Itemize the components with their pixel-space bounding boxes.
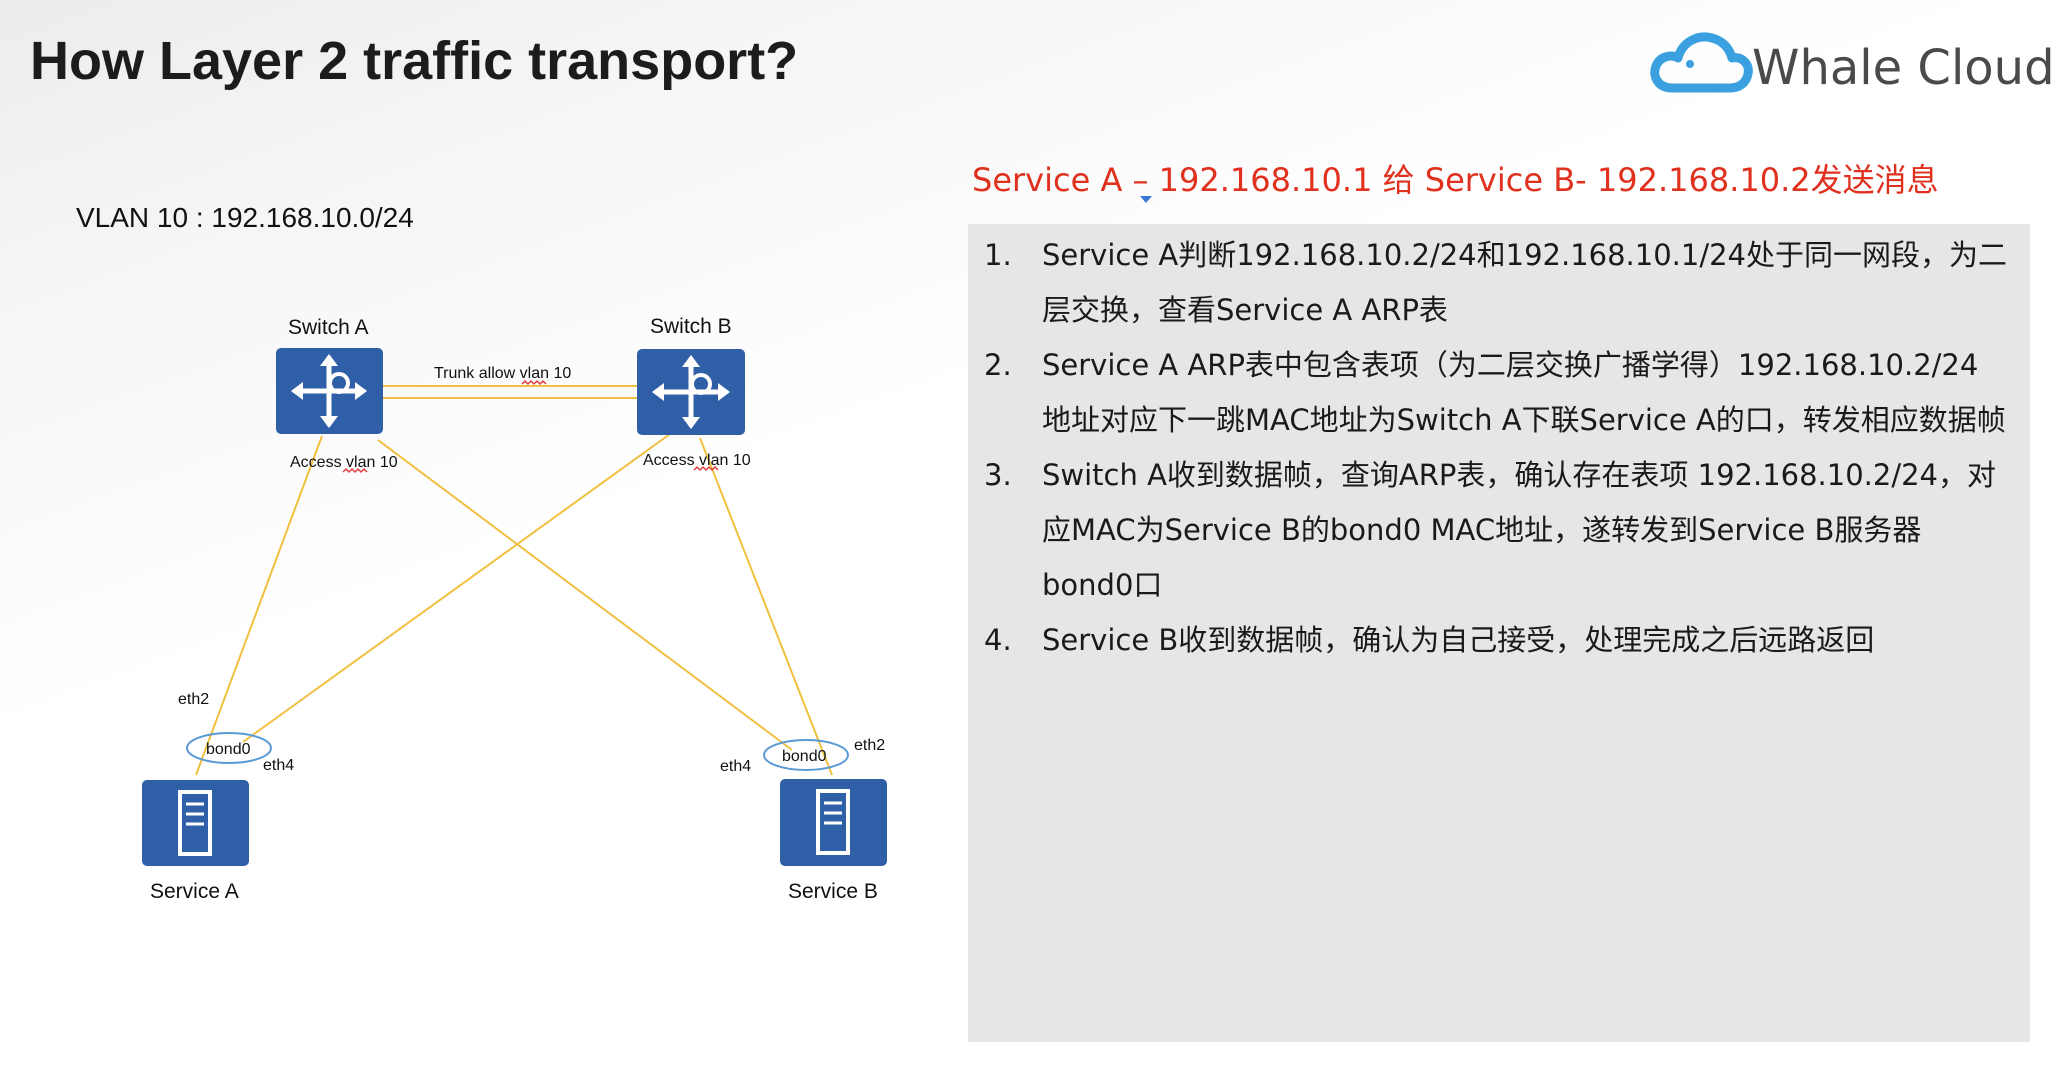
service-b-eth-left: eth4: [720, 758, 751, 775]
service-b-bond-label: bond0: [782, 748, 827, 765]
switch-b-router-icon[interactable]: [637, 349, 745, 435]
explanation-panel: [968, 224, 2030, 1042]
service-a-eth-bottom: eth4: [263, 757, 294, 774]
step-text: Switch A收到数据帧，查询ARP表，确认存在表项 192.168.10.2…: [1042, 458, 1997, 602]
step-number: 2.: [984, 348, 1012, 382]
switch-a-router-icon[interactable]: [276, 348, 383, 434]
service-a-bond-label: bond0: [206, 741, 251, 758]
whale-cloud-logo-icon: [1650, 32, 1753, 93]
switch-b-port-label: Access vlan 10: [643, 452, 751, 469]
service-a-bond-ellipse: [186, 732, 272, 764]
step-text: Service B收到数据帧，确认为自己接受，处理完成之后远路返回: [1042, 623, 1875, 657]
service-b-eth-right: eth2: [854, 737, 885, 754]
step-item: 3. Switch A收到数据帧，查询ARP表，确认存在表项 192.168.1…: [980, 448, 2010, 613]
service-b-name: Service B: [788, 880, 878, 903]
step-text: Service A ARP表中包含表项（为二层交换广播学得）192.168.10…: [1042, 348, 2006, 437]
switch-b-port-underline: [693, 465, 719, 472]
step-item: 2. Service A ARP表中包含表项（为二层交换广播学得）192.168…: [980, 338, 2010, 448]
heading-caret-icon: [1140, 196, 1152, 203]
switch-a-name: Switch A: [288, 316, 369, 339]
step-text: Service A判断192.168.10.2/24和192.168.10.1/…: [1042, 238, 2008, 327]
steps-list: 1. Service A判断192.168.10.2/24和192.168.10…: [980, 228, 2010, 668]
step-number: 1.: [984, 238, 1012, 272]
service-a-eth-top: eth2: [178, 691, 209, 708]
access-links: [195, 433, 833, 776]
service-b-bond-ellipse: [763, 739, 849, 771]
network-diagram: Switch A Access vlan 10 Switch B Access …: [142, 315, 887, 903]
trunk-label-underline: [521, 379, 547, 386]
step-number: 4.: [984, 623, 1012, 657]
step-item: 1. Service A判断192.168.10.2/24和192.168.10…: [980, 228, 2010, 338]
service-a-name: Service A: [150, 880, 239, 903]
switch-b-name: Switch B: [650, 315, 732, 338]
step-item: 4. Service B收到数据帧，确认为自己接受，处理完成之后远路返回: [980, 613, 2010, 668]
explanation-heading: Service A – 192.168.10.1 给 Service B- 19…: [972, 161, 1939, 199]
step-number: 3.: [984, 458, 1012, 492]
switch-a-port-label: Access vlan 10: [290, 454, 398, 471]
slide-title: How Layer 2 traffic transport?: [30, 31, 799, 91]
service-a-server-icon[interactable]: [142, 780, 249, 866]
service-b-server-icon[interactable]: [780, 779, 887, 866]
logo-text: Whale Cloud: [1752, 40, 2055, 96]
switch-a-port-underline: [342, 467, 368, 474]
trunk-link: [383, 385, 637, 399]
trunk-label: Trunk allow vlan 10: [434, 365, 571, 382]
vlan-label: VLAN 10 : 192.168.10.0/24: [76, 202, 414, 233]
